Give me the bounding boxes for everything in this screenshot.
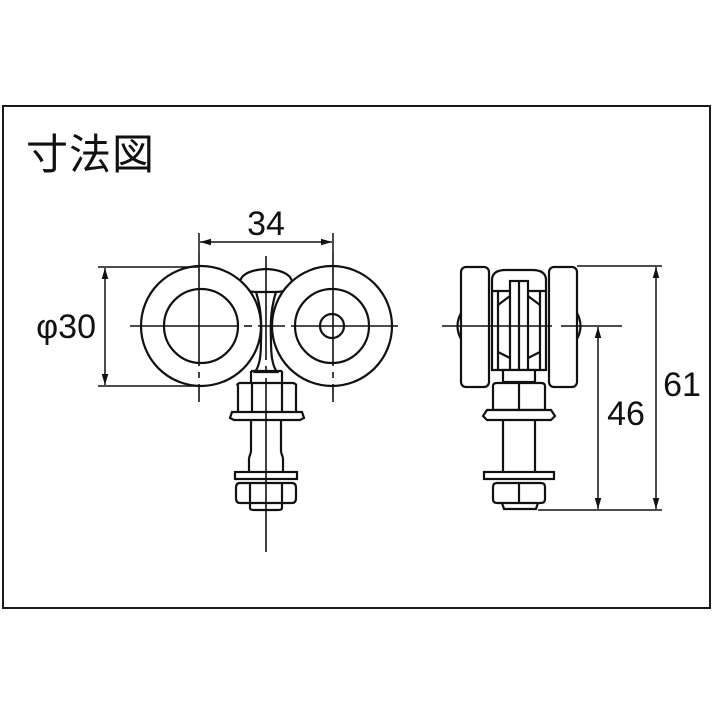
side-lower-hex-nut [491, 481, 547, 511]
dimension-axle-height: 46 [594, 327, 645, 509]
dimension-label-61: 61 [663, 366, 701, 404]
drawing-title: 寸法図 [26, 130, 156, 179]
dimension-overall-height: 61 [538, 265, 701, 511]
front-center-lines [130, 253, 398, 552]
dimension-label-34: 34 [247, 205, 285, 243]
side-lower-washer [482, 470, 556, 481]
side-left-wheel [456, 265, 491, 389]
side-right-wheel [547, 265, 582, 389]
dimension-label-phi30: φ30 [36, 308, 96, 346]
side-bolt-shank [501, 420, 537, 472]
side-view [456, 265, 582, 511]
side-upper-hex-nut [481, 381, 557, 422]
dimension-wheel-diameter: φ30 [36, 266, 198, 387]
bolt-shank [247, 421, 285, 472]
side-collar [501, 368, 537, 384]
dimension-label-46: 46 [607, 395, 645, 433]
upper-hex-nut [228, 381, 306, 422]
drawing-frame [2, 105, 711, 609]
dimension-wheel-spacing: 34 [198, 205, 334, 253]
side-bracket [490, 268, 548, 372]
